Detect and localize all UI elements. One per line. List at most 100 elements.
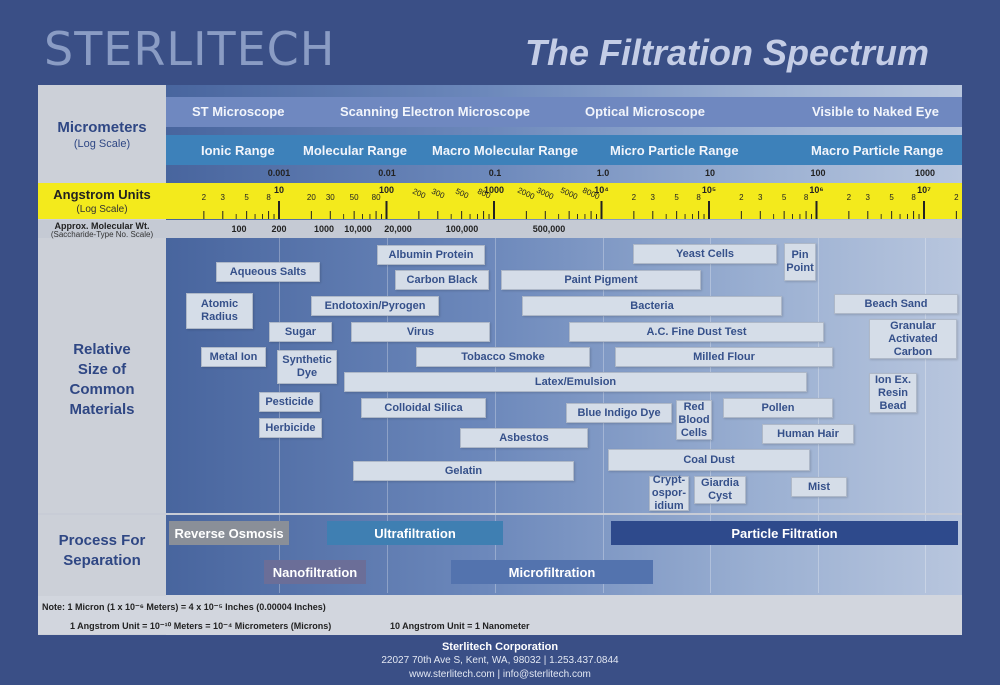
material-cryptosporidium: Crypt- ospor- idium bbox=[649, 474, 689, 512]
range-band bbox=[166, 135, 962, 165]
angstrom-tick-label: 2 bbox=[201, 193, 207, 202]
material-red-blood-cells: Red Blood Cells bbox=[676, 400, 712, 440]
molecular-weight-row bbox=[38, 220, 962, 238]
material-herbicide: Herbicide bbox=[259, 418, 322, 438]
material-giardia-cyst: Giardia Cyst bbox=[694, 476, 746, 504]
material-paint-pigment: Paint Pigment bbox=[501, 270, 701, 290]
material-pin-point: Pin Point bbox=[784, 243, 816, 281]
material-carbon-black: Carbon Black bbox=[395, 270, 489, 290]
process-label: Process For Separation bbox=[58, 532, 146, 569]
material-asbestos: Asbestos bbox=[460, 428, 588, 448]
material-metal-ion: Metal Ion bbox=[201, 347, 266, 367]
angstrom-tick-label: 3 bbox=[650, 193, 656, 202]
material-latex-emulsion: Latex/Emulsion bbox=[344, 372, 807, 392]
material-aqueous-salts: Aqueous Salts bbox=[216, 262, 320, 282]
molecular-label: Approx. Molecular Wt. bbox=[54, 221, 150, 231]
note-angstrom: 1 Angstrom Unit = 10⁻¹⁰ Meters = 10⁻⁴ Mi… bbox=[70, 621, 332, 631]
process-nanofiltration: Nanofiltration bbox=[264, 560, 366, 584]
angstrom-tick-label: 10⁵ bbox=[701, 185, 717, 195]
angstrom-tick-label: 8 bbox=[803, 193, 809, 202]
notes-box bbox=[38, 596, 962, 634]
angstrom-tick-label: 5 bbox=[889, 193, 894, 202]
angstrom-tick-label: 2 bbox=[954, 193, 959, 202]
material-colloidal-silica: Colloidal Silica bbox=[361, 398, 486, 418]
material-pesticide: Pesticide bbox=[259, 392, 320, 412]
gridline bbox=[279, 238, 280, 593]
material-bacteria: Bacteria bbox=[522, 296, 782, 316]
left-label-column bbox=[38, 85, 166, 635]
angstrom-tick-label: 20 bbox=[306, 193, 316, 202]
relative-size-label: Relative Size of Common Materials bbox=[69, 341, 135, 418]
micrometer-tick: 0.1 bbox=[488, 168, 502, 178]
material-pollen: Pollen bbox=[723, 398, 833, 418]
material-ion-exchange-resin-bead: Ion Ex. Resin Bead bbox=[869, 373, 917, 413]
material-synthetic-dye: Synthetic Dye bbox=[277, 350, 337, 384]
molecular-weight-value: 10,000 bbox=[344, 224, 372, 234]
angstrom-tick-label: 3 bbox=[220, 193, 226, 202]
naked-eye-label: Visible to Naked Eye bbox=[812, 104, 939, 119]
angstrom-tick-label: 2 bbox=[739, 193, 744, 202]
material-human-hair: Human Hair bbox=[762, 424, 854, 444]
angstrom-sub-label: (Log Scale) bbox=[76, 204, 128, 215]
angstrom-tick-label: 3 bbox=[865, 193, 871, 202]
material-gelatin: Gelatin bbox=[353, 461, 574, 481]
material-beach-sand: Beach Sand bbox=[834, 294, 958, 314]
molecular-sub-label: (Saccharide-Type No. Scale) bbox=[50, 230, 154, 239]
microscope-band bbox=[166, 97, 962, 127]
micrometer-tick: 10 bbox=[704, 168, 716, 178]
micrometers-sub-label: (Log Scale) bbox=[73, 138, 131, 150]
molecular-weight-value: 100 bbox=[231, 224, 247, 234]
angstrom-tick-label: 10⁴ bbox=[594, 185, 609, 195]
material-atomic-radius: Atomic Radius bbox=[186, 293, 253, 329]
angstrom-tick-label: 80 bbox=[371, 193, 381, 202]
material-blue-indigo-dye: Blue Indigo Dye bbox=[566, 403, 672, 423]
molecular-range-label: Molecular Range bbox=[303, 143, 408, 158]
note-nanometer: 10 Angstrom Unit = 1 Nanometer bbox=[390, 621, 530, 631]
angstrom-tick-label: 10⁷ bbox=[917, 185, 931, 195]
angstrom-tick-label: 5 bbox=[244, 193, 249, 202]
material-yeast-cells: Yeast Cells bbox=[633, 244, 777, 264]
angstrom-tick-label: 2000 bbox=[516, 185, 537, 202]
angstrom-ruler bbox=[38, 183, 962, 219]
material-granular-activated-carbon: Granular Activated Carbon bbox=[869, 319, 957, 359]
angstrom-tick-label: 1000 bbox=[483, 185, 505, 195]
angstrom-tick-label: 8 bbox=[696, 193, 701, 202]
material-milled-flour: Milled Flour bbox=[615, 347, 833, 367]
micrometer-tick: 0.001 bbox=[267, 168, 291, 178]
angstrom-tick-label: 500 bbox=[453, 186, 470, 201]
angstrom-scale bbox=[203, 201, 957, 219]
angstrom-tick-label: 5 bbox=[674, 193, 679, 202]
footer-address: 22027 70th Ave S, Kent, WA, 98032 | 1.25… bbox=[381, 655, 619, 666]
st-microscope-label: ST Microscope bbox=[192, 104, 285, 119]
angstrom-tick-label: 5000 bbox=[559, 185, 580, 202]
angstrom-tick-label: 8 bbox=[266, 193, 271, 202]
angstrom-tick-label: 300 bbox=[429, 186, 446, 201]
angstrom-tick-label: 10⁶ bbox=[809, 185, 824, 195]
material-virus: Virus bbox=[351, 322, 490, 342]
angstrom-label: Angstrom Units bbox=[53, 187, 151, 202]
angstrom-tick-label: 8 bbox=[911, 193, 916, 202]
macro-particle-range-label: Macro Particle Range bbox=[811, 143, 944, 158]
sterlitech-logo: STERLITECH bbox=[44, 22, 336, 76]
micrometer-tick: 100 bbox=[810, 168, 826, 178]
angstrom-tick-label: 5 bbox=[781, 193, 787, 202]
section-divider bbox=[38, 513, 962, 515]
molecular-weight-value: 500,000 bbox=[532, 224, 566, 234]
process-microfiltration: Microfiltration bbox=[451, 560, 653, 584]
micrometer-tick: 0.01 bbox=[378, 168, 396, 178]
angstrom-tick-label: 2 bbox=[631, 193, 637, 202]
material-albumin-protein: Albumin Protein bbox=[377, 245, 485, 265]
material-tobacco-smoke: Tobacco Smoke bbox=[416, 347, 590, 367]
molecular-weight-value: 20,000 bbox=[384, 224, 412, 234]
note-micron: Note: 1 Micron (1 x 10⁻⁶ Meters) = 4 x 1… bbox=[42, 602, 326, 612]
material-ac-fine-dust-test: A.C. Fine Dust Test bbox=[569, 322, 824, 342]
molecular-weight-value: 200 bbox=[271, 224, 287, 234]
angstrom-tick-label: 3 bbox=[758, 193, 763, 202]
micrometers-label: Micrometers bbox=[57, 119, 147, 136]
molecular-weight-value: 100,000 bbox=[445, 224, 479, 234]
angstrom-tick-label: 2 bbox=[846, 193, 852, 202]
angstrom-tick-label: 30 bbox=[325, 193, 335, 202]
page-title: The Filtration Spectrum bbox=[525, 32, 930, 73]
optical-microscope-label: Optical Microscope bbox=[585, 104, 705, 119]
